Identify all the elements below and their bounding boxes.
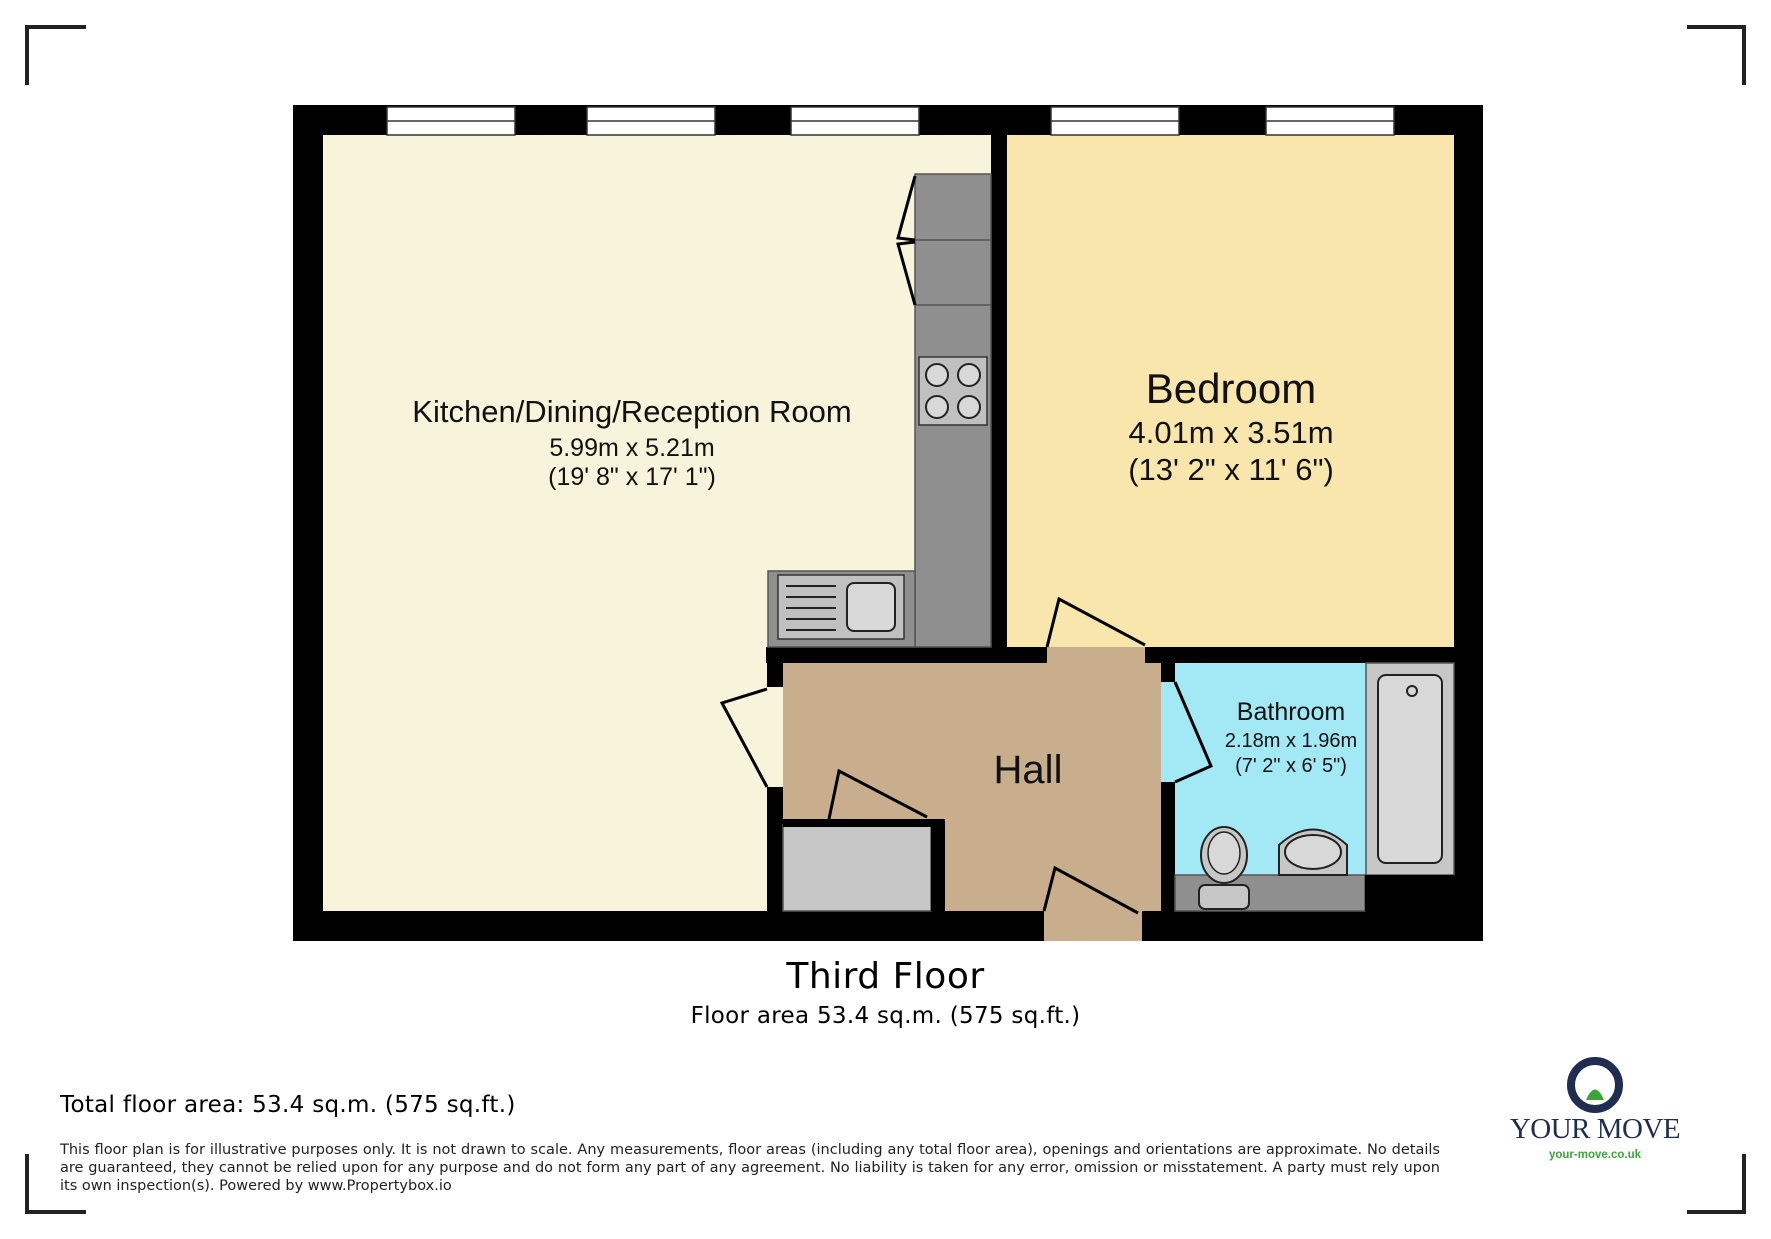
kitchen-lower-right-wall bbox=[766, 647, 1007, 663]
basin-icon bbox=[1278, 828, 1348, 876]
brand-logo-icon bbox=[1567, 1057, 1623, 1113]
bedroom-size-imperial: (13' 2" x 11' 6") bbox=[1128, 452, 1334, 487]
total-floor-area: Total floor area: 53.4 sq.m. (575 sq.ft.… bbox=[60, 1092, 516, 1118]
floor-area: Floor area 53.4 sq.m. (575 sq.ft.) bbox=[690, 1003, 1081, 1029]
kitchen-floor-fill-bottom bbox=[323, 663, 767, 911]
front-door-icon bbox=[1042, 865, 1142, 941]
floor-title: Third Floor bbox=[786, 956, 985, 997]
brand-url: your-move.co.uk bbox=[1548, 1149, 1642, 1161]
brand-name: YOUR MOVE bbox=[1509, 1113, 1681, 1145]
bedroom-floor bbox=[1007, 135, 1454, 647]
bedroom-name: Bedroom bbox=[1146, 365, 1316, 412]
bathroom-label: Bathroom 2.18m x 1.96m (7' 2" x 6' 5") bbox=[1225, 698, 1357, 777]
hall-label: Hall bbox=[994, 748, 1063, 792]
kitchen-bedroom-wall bbox=[991, 105, 1007, 663]
hob-icon bbox=[918, 356, 988, 426]
cupboard-door-icon bbox=[896, 175, 917, 306]
bath-icon bbox=[1365, 662, 1455, 876]
toilet-icon bbox=[1198, 826, 1250, 910]
bedroom-label: Bedroom 4.01m x 3.51m (13' 2" x 11' 6") bbox=[1128, 365, 1334, 487]
bathroom-name: Bathroom bbox=[1237, 698, 1345, 726]
disclaimer: This floor plan is for illustrative purp… bbox=[60, 1142, 1440, 1194]
sink-icon bbox=[777, 574, 905, 640]
bathroom-size-metric: 2.18m x 1.96m bbox=[1225, 730, 1357, 752]
bathroom-size-imperial: (7' 2" x 6' 5") bbox=[1235, 755, 1347, 777]
hall-cupboard bbox=[782, 824, 932, 912]
brand-logo: YOUR MOVE your-move.co.uk bbox=[1500, 1053, 1690, 1163]
crop-marks bbox=[25, 25, 1746, 1214]
kitchen-label: Kitchen/Dining/Reception Room 5.99m x 5.… bbox=[412, 394, 851, 491]
kitchen-size-imperial: (19' 8" x 17' 1") bbox=[548, 463, 716, 491]
door-icon bbox=[719, 687, 783, 788]
cupboard-door-icon bbox=[827, 768, 928, 820]
hall-name: Hall bbox=[994, 748, 1063, 792]
kitchen-size-metric: 5.99m x 5.21m bbox=[549, 434, 714, 462]
windows bbox=[386, 106, 1395, 136]
kitchen-name: Kitchen/Dining/Reception Room bbox=[412, 394, 851, 429]
bedroom-size-metric: 4.01m x 3.51m bbox=[1128, 415, 1333, 450]
door-icon bbox=[1161, 681, 1213, 784]
door-icon bbox=[1045, 596, 1146, 663]
